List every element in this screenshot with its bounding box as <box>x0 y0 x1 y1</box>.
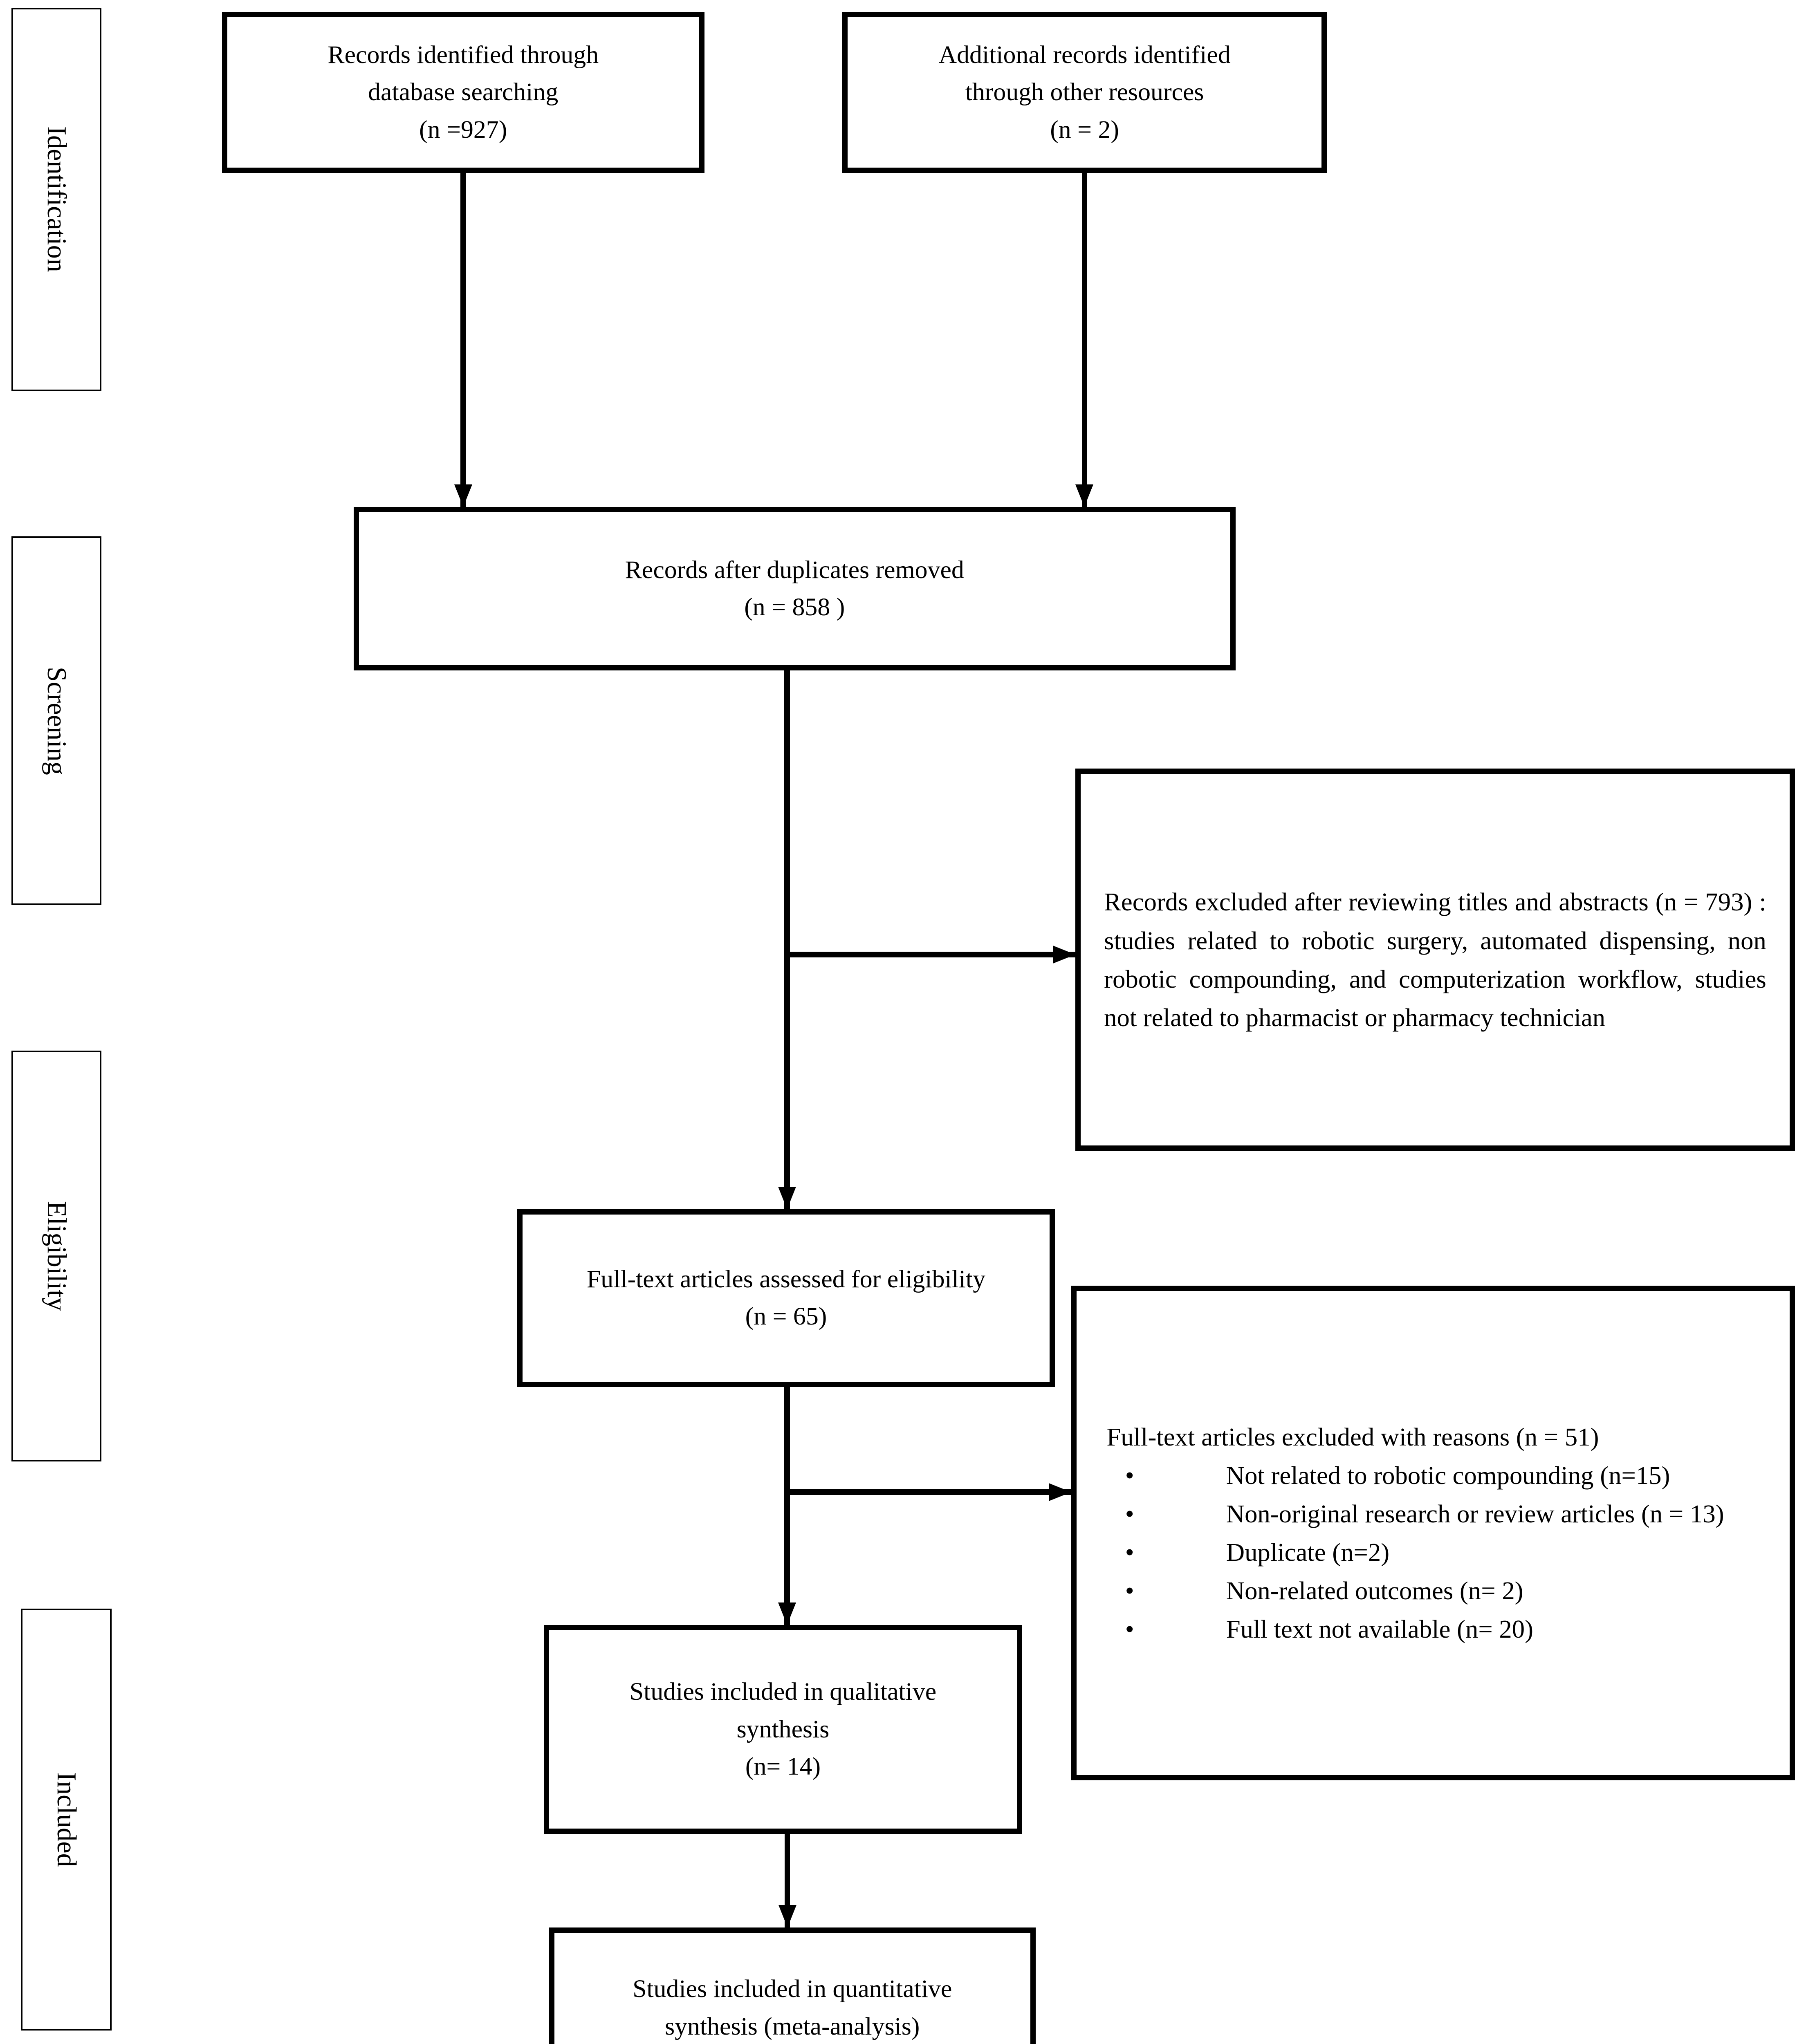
box-quantitative-line1: Studies included in quantitative <box>633 1975 952 2003</box>
box-records-excluded: Records excluded after reviewing titles … <box>1075 769 1795 1151</box>
fulltext-excluded-reason-row: • Duplicate (n=2) <box>1077 1533 1790 1571</box>
box-duplicates-removed-count: (n = 858 ) <box>744 593 845 621</box>
box-additional-records-line2: through other resources <box>965 78 1204 106</box>
stage-included-box: Included <box>20 1609 112 2031</box>
box-quantitative-synthesis: Studies included in quantitative synthes… <box>549 1927 1036 2044</box>
box-fulltext-assessed-line1: Full-text articles assessed for eligibil… <box>586 1265 986 1293</box>
box-additional-records: Additional records identified through ot… <box>842 12 1327 173</box>
arrowhead-branch-to-records-excluded <box>1052 946 1075 964</box>
arrowhead-qualitative-to-quantitative <box>778 1905 796 1927</box>
arrowhead-fulltext-to-qualitative <box>778 1602 796 1625</box>
arrowhead-branch-to-fulltext-excluded <box>1048 1483 1071 1501</box>
stage-included-label: Included <box>51 1772 81 1867</box>
arrowhead-additional-to-duplicates <box>1075 484 1094 507</box>
fulltext-excluded-reason-5: Full text not available (n= 20) <box>1226 1614 1534 1643</box>
bullet-icon: • <box>1125 1499 1134 1528</box>
box-records-identified-line2: database searching <box>368 78 559 106</box>
box-qualitative-count: (n= 14) <box>745 1753 821 1781</box>
bullet-icon: • <box>1125 1576 1134 1605</box>
arrow-branch-to-fulltext-excluded <box>787 1489 1072 1495</box>
box-records-identified: Records identified through database sear… <box>222 12 704 173</box>
box-records-identified-count: (n =927) <box>419 115 507 143</box>
box-fulltext-excluded: Full-text articles excluded with reasons… <box>1071 1285 1795 1780</box>
arrow-fulltext-to-qualitative <box>784 1387 790 1625</box>
fulltext-excluded-reason-row: • Not related to robotic compounding (n=… <box>1077 1456 1790 1495</box>
stage-identification-label: Identification <box>41 126 72 273</box>
bullet-icon: • <box>1125 1461 1134 1490</box>
bullet-icon: • <box>1125 1614 1134 1643</box>
fulltext-excluded-title: Full-text articles excluded with reasons… <box>1106 1422 1599 1451</box>
fulltext-excluded-reason-2: Non-original research or review articles… <box>1226 1499 1724 1528</box>
stage-screening-box: Screening <box>11 536 101 905</box>
arrow-duplicates-to-fulltext <box>784 670 790 1209</box>
arrowhead-identified-to-duplicates <box>454 484 472 507</box>
stage-eligibility-label: Eligibility <box>41 1201 72 1311</box>
box-records-identified-line1: Records identified through <box>328 40 599 69</box>
arrow-identified-to-duplicates <box>460 173 466 507</box>
fulltext-excluded-reason-3: Duplicate (n=2) <box>1226 1537 1390 1567</box>
box-quantitative-line2: synthesis (meta-analysis) <box>665 2012 920 2040</box>
box-additional-records-count: (n = 2) <box>1050 115 1119 143</box>
arrow-qualitative-to-quantitative <box>785 1833 790 1928</box>
box-qualitative-line2: synthesis <box>736 1715 830 1743</box>
box-qualitative-line1: Studies included in qualitative <box>629 1678 937 1706</box>
box-duplicates-removed: Records after duplicates removed (n = 85… <box>353 507 1236 671</box>
fulltext-excluded-reason-4: Non-related outcomes (n= 2) <box>1226 1576 1523 1605</box>
box-fulltext-assessed: Full-text articles assessed for eligibil… <box>517 1209 1055 1387</box>
arrow-branch-to-records-excluded <box>787 952 1075 957</box>
arrow-additional-to-duplicates <box>1081 173 1088 507</box>
box-duplicates-removed-line1: Records after duplicates removed <box>625 556 964 584</box>
fulltext-excluded-reason-row: • Non-original research or review articl… <box>1077 1495 1790 1533</box>
arrowhead-duplicates-to-fulltext <box>778 1186 796 1209</box>
box-additional-records-line1: Additional records identified <box>938 40 1231 69</box>
fulltext-excluded-reason-row: • Full text not available (n= 20) <box>1077 1610 1790 1648</box>
fulltext-excluded-reason-1: Not related to robotic compounding (n=15… <box>1226 1461 1670 1490</box>
stage-eligibility-box: Eligibility <box>11 1051 101 1462</box>
stage-identification-box: Identification <box>11 7 101 392</box>
fulltext-excluded-reason-row: • Non-related outcomes (n= 2) <box>1077 1571 1790 1610</box>
box-qualitative-synthesis: Studies included in qualitative synthesi… <box>543 1625 1023 1834</box>
bullet-icon: • <box>1125 1537 1134 1567</box>
stage-screening-label: Screening <box>41 666 72 775</box>
records-excluded-text: Records excluded after reviewing titles … <box>1104 888 1766 1032</box>
box-fulltext-assessed-count: (n = 65) <box>745 1302 827 1331</box>
